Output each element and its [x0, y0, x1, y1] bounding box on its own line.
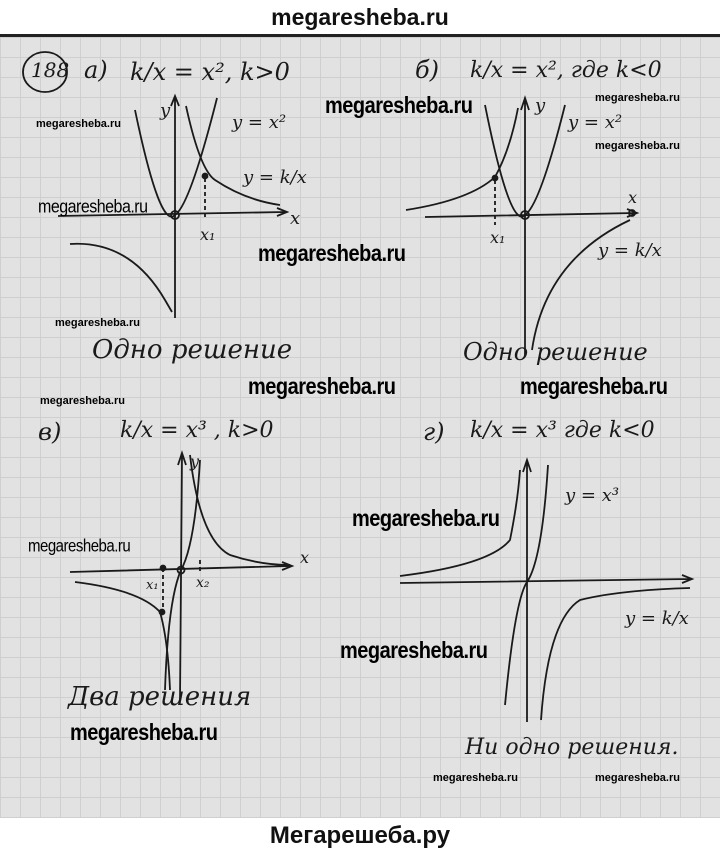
problem-number: 188 — [31, 58, 70, 82]
part-b-y-label: y — [535, 95, 546, 116]
part-d-answer: Ни одно решения. — [465, 735, 679, 760]
watermark: megaresheba.ru — [595, 140, 680, 152]
part-c-label: в) — [38, 418, 62, 446]
axis-x — [424, 208, 640, 218]
watermark: megaresheba.ru — [28, 536, 131, 557]
watermark: megaresheba.ru — [36, 118, 121, 130]
part-a-root: x₁ — [200, 225, 216, 244]
part-a-label: а) — [84, 56, 108, 84]
watermark: megaresheba.ru — [595, 772, 680, 784]
axis-x — [69, 561, 295, 573]
axis-y — [177, 450, 187, 701]
part-d-label: г) — [423, 418, 445, 446]
part-a-curve2: y = k/x — [243, 167, 307, 188]
axis-y — [170, 93, 180, 318]
graph-a — [57, 93, 290, 318]
watermark: megaresheba.ru — [325, 93, 473, 119]
watermark: megaresheba.ru — [70, 720, 218, 746]
watermark: megaresheba.ru — [38, 197, 148, 218]
watermark: megaresheba.ru — [352, 506, 500, 532]
parabola — [134, 97, 218, 218]
part-b-root: x₁ — [490, 228, 506, 247]
part-b-answer: Одно решение — [463, 338, 648, 366]
axis-y — [522, 457, 532, 722]
notebook-page — [0, 34, 720, 821]
part-c-root2: x₂ — [196, 575, 210, 591]
axis-y — [520, 95, 530, 355]
watermark: megaresheba.ru — [40, 395, 125, 407]
part-a-curve1: y = x² — [232, 112, 287, 133]
part-c-y-label: y — [190, 452, 200, 471]
site-header: megaresheba.ru — [271, 4, 449, 30]
hyperbola-lower — [69, 242, 173, 313]
part-d-equation: k/x = x³ где k<0 — [470, 418, 655, 443]
part-d-curve1: y = x³ — [565, 485, 620, 506]
problem-number-circle — [22, 51, 68, 93]
part-b-curve1: y = x² — [568, 112, 623, 133]
watermark: megaresheba.ru — [520, 374, 668, 400]
part-b-x-label: x — [628, 188, 638, 207]
part-d-curve2: y = k/x — [625, 608, 689, 629]
hyperbola-lower — [74, 581, 171, 691]
part-b-curve2: y = k/x — [598, 240, 662, 261]
site-footer: Мегарешеба.ру — [0, 818, 720, 853]
parabola — [484, 104, 566, 218]
part-a-x-label: x — [290, 208, 301, 229]
watermark: megaresheba.ru — [433, 772, 518, 784]
part-b-label: б) — [415, 56, 440, 84]
graph-d — [399, 457, 695, 722]
hyperbola-upper — [185, 105, 281, 206]
watermark: megaresheba.ru — [340, 638, 488, 664]
watermark: megaresheba.ru — [55, 317, 140, 329]
cubic — [504, 464, 549, 706]
part-a-y-label: y — [160, 100, 171, 121]
watermark: megaresheba.ru — [258, 241, 406, 267]
part-c-answer: Два решения — [68, 682, 252, 712]
axis-x — [399, 574, 695, 584]
part-c-equation: k/x = x³ , k>0 — [120, 418, 274, 443]
hyperbola-upper-left — [399, 469, 521, 577]
part-a-answer: Одно решение — [92, 335, 293, 365]
cubic — [164, 459, 201, 691]
part-c-x-label: x — [300, 548, 310, 567]
part-c-root1: x₁ — [146, 578, 159, 593]
graph-b — [405, 95, 640, 355]
watermark: megaresheba.ru — [595, 92, 680, 104]
hyperbola-lower-right — [531, 219, 631, 351]
part-a-equation: k/x = x², k>0 — [130, 58, 290, 86]
part-b-equation: k/x = x², где k<0 — [470, 58, 662, 83]
hyperbola-upper — [189, 454, 291, 566]
watermark: megaresheba.ru — [248, 374, 396, 400]
hyperbola-lower-right — [540, 587, 691, 721]
hyperbola-upper-left — [405, 107, 519, 211]
graph-c — [69, 450, 295, 701]
